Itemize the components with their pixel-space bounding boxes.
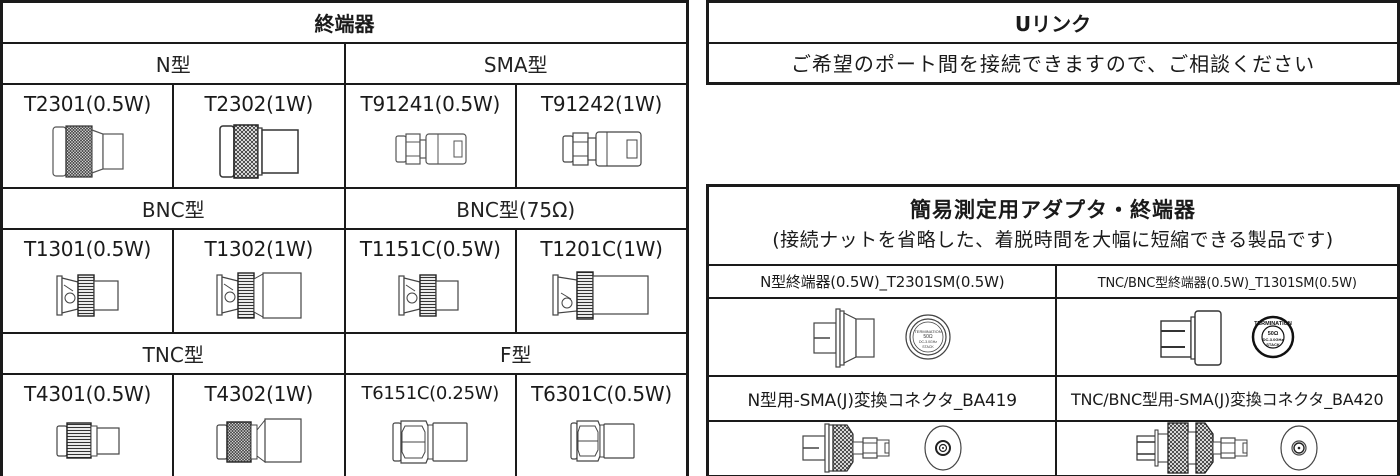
adapter-label: TNC/BNC型用-SMA(J)変換コネクタ_BA420 <box>1055 374 1400 422</box>
product-name: T2301(0.5W) <box>23 91 151 116</box>
product-cell: T1151C(0.5W) <box>343 227 517 334</box>
f-terminator-icon <box>392 419 468 464</box>
type-label-bnc: BNC型 <box>0 186 346 230</box>
ulink-table: Uリンク ご希望のポート間を接続できますので、ご相談ください <box>706 0 1400 85</box>
sma-jack-front-icon <box>1280 425 1318 471</box>
adapter-label: N型終端器(0.5W)_T2301SM(0.5W) <box>706 263 1058 299</box>
product-cell: T1301(0.5W) <box>0 227 174 334</box>
bnc-terminator-icon <box>55 273 119 317</box>
product-cell: T91241(0.5W) <box>343 82 517 189</box>
adapter-table-title: 簡易測定用アダプタ・終端器 <box>910 198 1196 223</box>
svg-text:DC-3.0GHz: DC-3.0GHz <box>1263 337 1284 342</box>
svg-text:50Ω: 50Ω <box>1268 331 1279 337</box>
svg-text:STACK: STACK <box>923 345 935 349</box>
tnc-bnc-quick-terminator-icon <box>1160 309 1222 366</box>
tnc-terminator-1w-icon <box>216 417 302 463</box>
svg-text:TERMINATION: TERMINATION <box>915 329 942 334</box>
adapter-image-cell <box>1055 419 1400 476</box>
product-name: T1302(1W) <box>204 236 314 261</box>
adapter-image-cell: TERMINATION 50Ω DC-3.0GHz STACK <box>1055 296 1400 377</box>
type-label-bnc-75: BNC型(75Ω) <box>343 186 689 230</box>
adapter-label: N型用-SMA(J)変換コネクタ_BA419 <box>706 374 1058 422</box>
termination-badge-icon: TERMINATION 50Ω DC-3.0GHz STACK <box>905 313 951 360</box>
adapter-table-header: 簡易測定用アダプタ・終端器 (接続ナットを省略した、着脱時間を大幅に短縮できる製… <box>706 184 1400 266</box>
product-cell: T4302(1W) <box>172 372 346 476</box>
product-cell: T6151C(0.25W) <box>343 372 517 476</box>
product-name: T91241(0.5W) <box>360 91 501 116</box>
product-cell: T2302(1W) <box>172 82 346 189</box>
product-cell: T2301(0.5W) <box>0 82 174 189</box>
adapter-image-cell: TERMINATION 50Ω DC-3.0GHz STACK <box>706 296 1058 377</box>
type-label-f: F型 <box>343 331 689 375</box>
svg-text:STACK: STACK <box>1266 342 1280 347</box>
bnc75-terminator-icon <box>398 273 459 317</box>
ulink-title: Uリンク <box>706 0 1400 44</box>
adapter-image-cell <box>706 419 1058 476</box>
terminator-table: 終端器 N型 SMA型 T2301(0.5W) T2302(1W) <box>0 0 689 476</box>
product-name: T1301(0.5W) <box>23 236 151 261</box>
product-name: T1151C(0.5W) <box>359 236 501 261</box>
product-name: T2302(1W) <box>204 91 314 116</box>
product-name: T6151C(0.25W) <box>361 382 500 404</box>
product-name: T1201C(1W) <box>540 236 663 261</box>
type-label-sma: SMA型 <box>343 41 689 85</box>
termination-badge-icon: TERMINATION 50Ω DC-3.0GHz STACK <box>1251 315 1295 358</box>
adapter-label: TNC/BNC型終端器(0.5W)_T1301SM(0.5W) <box>1055 263 1400 299</box>
f-terminator-05w-icon <box>569 419 635 462</box>
adapter-table: 簡易測定用アダプタ・終端器 (接続ナットを省略した、着脱時間を大幅に短縮できる製… <box>706 184 1400 476</box>
n-quick-terminator-icon <box>813 307 875 368</box>
n-type-terminator-icon <box>51 124 124 178</box>
product-name: T4302(1W) <box>204 381 314 406</box>
product-cell: T1302(1W) <box>172 227 346 334</box>
product-cell: T91242(1W) <box>515 82 689 189</box>
tnc-bnc-sma-adapter-icon <box>1136 422 1248 474</box>
adapter-table-subtitle: (接続ナットを省略した、着脱時間を大幅に短縮できる製品です) <box>772 229 1334 252</box>
product-cell: T4301(0.5W) <box>0 372 174 476</box>
product-name: T91242(1W) <box>541 91 662 116</box>
sma-jack-front-icon <box>924 425 962 471</box>
bnc75-terminator-1w-icon <box>552 270 649 320</box>
product-name: T6301C(0.5W) <box>531 381 672 406</box>
type-label-n: N型 <box>0 41 346 85</box>
terminator-table-title: 終端器 <box>0 0 689 44</box>
product-cell: T1201C(1W) <box>515 227 689 334</box>
type-label-tnc: TNC型 <box>0 331 346 375</box>
bnc-terminator-1w-icon <box>216 271 302 319</box>
ulink-description: ご希望のポート間を接続できますので、ご相談ください <box>706 41 1400 85</box>
svg-text:DC-3.0GHz: DC-3.0GHz <box>919 340 937 344</box>
tnc-terminator-icon <box>55 421 120 459</box>
n-type-terminator-1w-icon <box>219 123 299 179</box>
product-name: T4301(0.5W) <box>23 381 151 406</box>
sma-terminator-1w-icon <box>561 130 642 167</box>
svg-text:TERMINATION: TERMINATION <box>1254 321 1292 327</box>
svg-text:50Ω: 50Ω <box>924 334 934 340</box>
product-cell: T6301C(0.5W) <box>515 372 689 476</box>
n-sma-adapter-icon <box>802 423 890 473</box>
sma-terminator-icon <box>395 132 467 165</box>
